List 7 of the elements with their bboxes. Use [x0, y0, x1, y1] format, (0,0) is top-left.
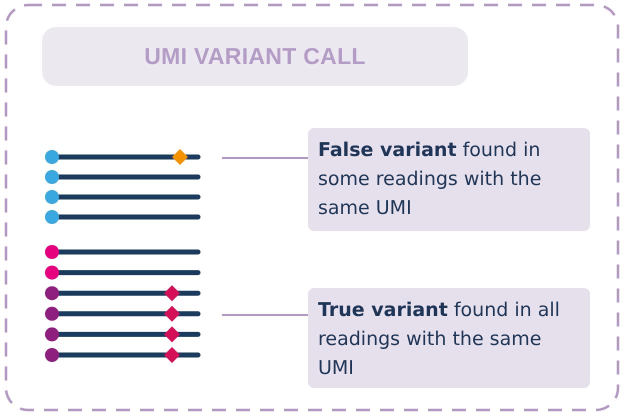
leader-line [222, 314, 308, 316]
callout-text: True variant found in all readings with the same UMI [318, 298, 561, 381]
callout-box [308, 288, 590, 388]
callout-box [308, 128, 590, 231]
title-text: UMI VARIANT CALL [144, 43, 366, 70]
leader-line [222, 157, 308, 159]
callout-text: False variant found in some readings with the same UMI [318, 138, 542, 221]
